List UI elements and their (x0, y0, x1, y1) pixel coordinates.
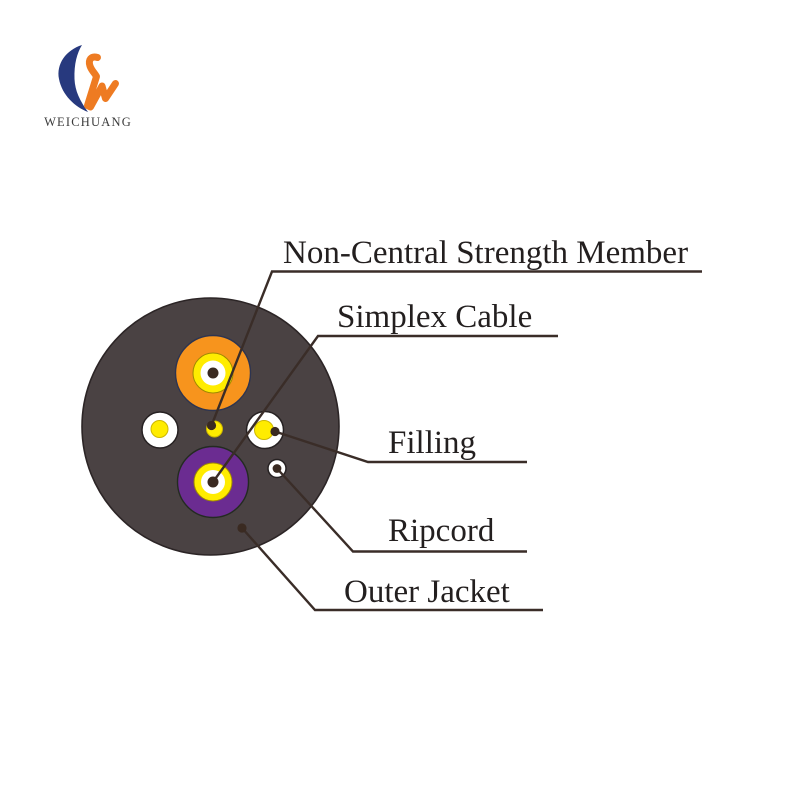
label-ripcord: Ripcord (388, 513, 495, 549)
simplex-cable-orange (174, 334, 252, 412)
pointer-dot-strength-member (206, 420, 217, 431)
label-simplex-cable: Simplex Cable (337, 299, 532, 335)
pointer-dot-filling (270, 426, 280, 437)
pointer-dot-simplex-cable (207, 476, 219, 488)
company-logo: WEICHUANG (36, 42, 140, 130)
label-outer-jacket: Outer Jacket (344, 574, 510, 610)
pointer-dot-outer-jacket (237, 523, 247, 533)
label-filling: Filling (388, 425, 476, 461)
logo-blue-crescent (58, 45, 88, 112)
filling-right-core (254, 420, 274, 440)
leader-simplex-cable (212, 334, 558, 483)
logo-orange-w (84, 53, 119, 111)
logo-mark-icon (58, 45, 119, 112)
leader-non-central-strength-member (210, 270, 702, 426)
filling-left (141, 411, 179, 449)
leader-outer-jacket (241, 527, 543, 612)
leader-ripcord (276, 467, 527, 553)
label-non-central-strength-member: Non-Central Strength Member (283, 235, 688, 271)
pointer-dot-ripcord (272, 464, 282, 473)
pointer-dots (206, 420, 282, 533)
orange-cable-core (207, 367, 219, 379)
labels: Non-Central Strength Member Simplex Cabl… (283, 235, 688, 610)
logo-company-name: WEICHUANG (44, 115, 132, 129)
filling-left-core (150, 420, 169, 438)
leader-filling (274, 430, 527, 464)
leader-lines (210, 270, 702, 612)
